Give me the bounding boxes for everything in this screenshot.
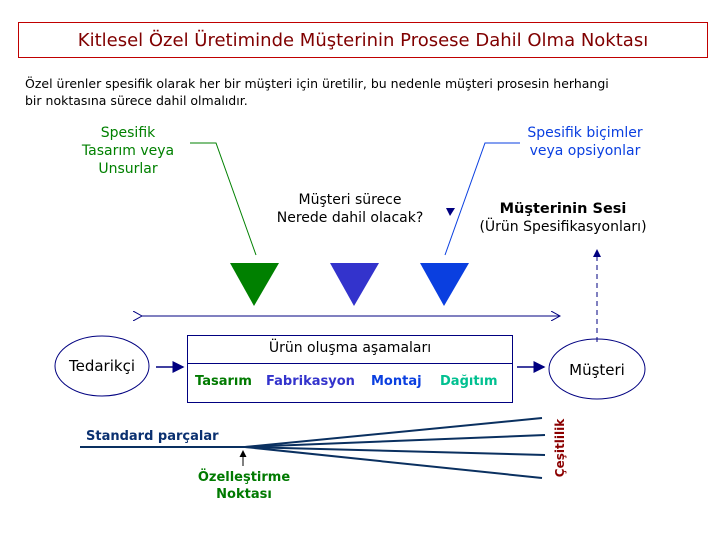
blue-label: Spesifik biçimler veya opsiyonlar	[527, 124, 642, 160]
blue-label-line: veya opsiyonlar	[529, 143, 641, 159]
standard-parts-label: Standard parçalar	[86, 429, 219, 444]
customization-point-label: Özelleştirme Noktası	[198, 469, 290, 503]
stage-fabrication: Fabrikasyon	[266, 374, 355, 389]
voice-subtitle: (Ürün Spesifikasyonları)	[479, 219, 647, 235]
blue-label-line: Spesifik biçimler	[527, 125, 643, 141]
intro-line-1: Özel ürenler spesifik olarak her bir müş…	[25, 76, 609, 91]
variety-label: Çeşitlilik	[553, 418, 567, 478]
stages-box	[187, 335, 513, 403]
purple-triangle	[330, 263, 379, 306]
supplier-ellipse	[54, 335, 150, 397]
stage-assembly: Montaj	[371, 374, 422, 389]
stage-distribution: Dağıtım	[440, 374, 498, 389]
customer-ellipse	[548, 338, 646, 400]
green-label: Spesifik Tasarım veya Unsurlar	[82, 124, 174, 178]
green-callout-line	[190, 142, 257, 256]
voice-of-customer: Müşterinin Sesi (Ürün Spesifikasyonları)	[479, 200, 646, 236]
customer-label: Müşteri	[569, 361, 625, 379]
green-triangle	[230, 263, 279, 306]
stage-design: Tasarım	[195, 374, 252, 389]
blue-triangle	[420, 263, 469, 306]
intro-line-2: bir noktasına sürece dahil olmalıdır.	[25, 93, 248, 108]
small-down-arrow	[446, 208, 455, 216]
customization-line: Noktası	[216, 487, 272, 502]
title-box: Kitlesel Özel Üretiminde Müşterinin Pros…	[18, 22, 708, 58]
question-line: Nerede dahil olacak?	[276, 210, 424, 226]
slide-title: Kitlesel Özel Üretiminde Müşterinin Pros…	[77, 29, 649, 51]
variety-fan	[80, 417, 546, 479]
green-label-line: Unsurlar	[98, 161, 158, 177]
blue-callout-line	[444, 142, 520, 256]
question-text: Müşteri sürece Nerede dahil olacak?	[277, 191, 424, 227]
customization-line: Özelleştirme	[197, 470, 291, 485]
question-line: Müşteri sürece	[298, 192, 402, 208]
green-label-line: Tasarım veya	[81, 143, 175, 159]
stages-header: Ürün oluşma aşamaları	[268, 340, 432, 356]
green-label-line: Spesifik	[100, 125, 156, 141]
voice-title: Müşterinin Sesi	[499, 201, 627, 217]
supplier-label: Tedarikçi	[69, 357, 135, 375]
